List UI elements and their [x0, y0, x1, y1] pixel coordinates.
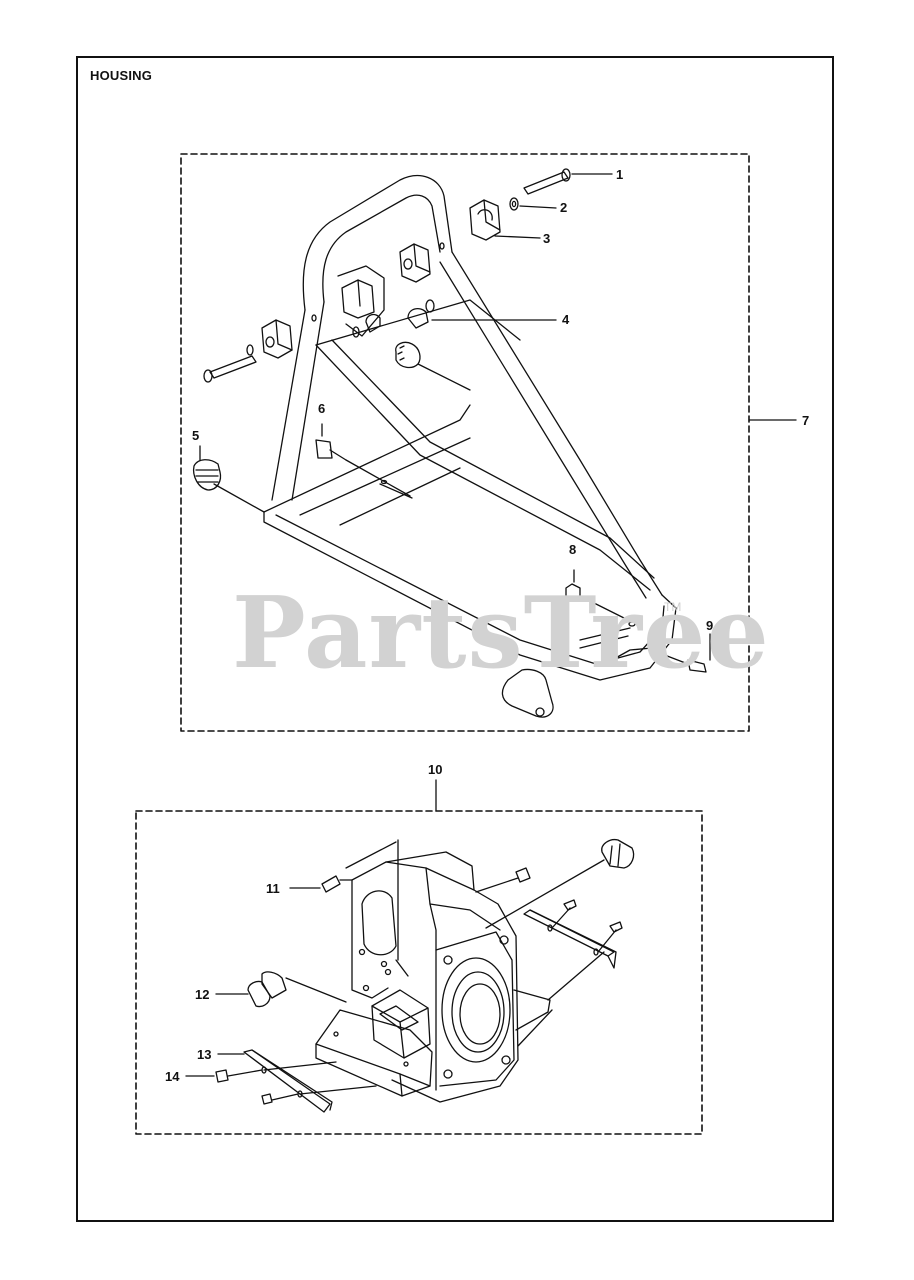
- watermark: PartsTree: [232, 576, 770, 691]
- frame-bolt-left: [203, 355, 257, 383]
- watermark-trademark: TM: [664, 600, 682, 614]
- part-4-nut: [246, 242, 557, 356]
- side-bar-right: [523, 899, 623, 1001]
- callout-10: 10: [428, 762, 443, 777]
- callout-11: 11: [266, 881, 280, 896]
- part-8-nut: [565, 569, 633, 623]
- callout-1: 1: [616, 167, 624, 182]
- group-box-frame: [180, 153, 750, 732]
- callout-7: 7: [802, 413, 810, 428]
- callout-5: 5: [192, 428, 200, 443]
- group-box-crankcase: [135, 810, 703, 1135]
- diagram-title: HOUSING: [90, 68, 153, 83]
- part-3-clamp: [261, 199, 541, 359]
- part-9-screw: [661, 633, 711, 673]
- part-12-plug: [215, 971, 347, 1008]
- part-6-screw: [315, 423, 411, 497]
- part-13-plate: [217, 1049, 377, 1113]
- callout-3: 3: [543, 231, 551, 246]
- callout-14: 14: [165, 1069, 180, 1084]
- page-border: [76, 56, 834, 1222]
- callout-4: 4: [562, 312, 570, 327]
- callout-8: 8: [569, 542, 577, 557]
- rubber-buffer-upper: [395, 341, 471, 391]
- crankcase-housing: [315, 839, 553, 1103]
- part-14-screw: [185, 1069, 299, 1105]
- callout-12: 12: [195, 987, 210, 1002]
- callout-6: 6: [318, 401, 326, 416]
- callout-9: 9: [706, 618, 714, 633]
- callout-2: 2: [560, 200, 568, 215]
- top-fittings: [475, 838, 635, 929]
- part-5-rubber-buffer: [192, 445, 265, 513]
- part-1-bolt: [523, 168, 613, 195]
- callout-13: 13: [197, 1047, 212, 1062]
- part-2-washer: [509, 197, 557, 211]
- part-11-nipple: [289, 875, 353, 893]
